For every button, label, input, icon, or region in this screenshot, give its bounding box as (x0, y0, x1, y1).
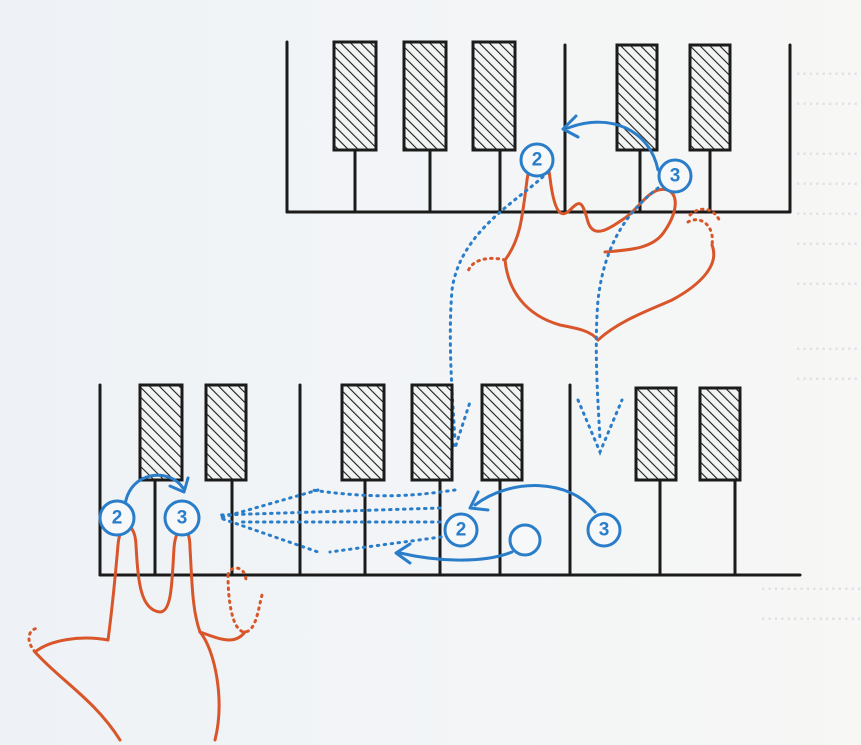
finger-marker-2: 2 (100, 501, 134, 535)
svg-text:.........................: ......................... (760, 599, 861, 625)
finger-marker-3: 3 (165, 501, 199, 535)
lower-black-keys (140, 385, 740, 480)
svg-text:.........................: ......................... (795, 329, 861, 355)
finger-number: 3 (177, 508, 188, 529)
svg-text:.........................: ......................... (795, 134, 861, 160)
finger-number: 2 (112, 508, 123, 529)
finger-marker-3: 3 (659, 160, 691, 192)
lower-finger-markers: 2 3 2 3 (100, 475, 620, 563)
svg-text:.........................: ......................... (795, 194, 861, 220)
finger-number: 3 (670, 166, 681, 187)
lower-keyboard (100, 385, 800, 575)
finger-number: 2 (456, 520, 467, 541)
empty-finger-marker (510, 525, 540, 555)
svg-text:.........................: ......................... (795, 264, 861, 290)
svg-text:...................: ................... (795, 54, 861, 80)
return-arc (400, 552, 512, 560)
finger-number: 3 (599, 520, 610, 541)
lower-hand-outline (29, 526, 262, 740)
svg-text:.........................: ......................... (795, 224, 861, 250)
dotted-arrowhead (578, 400, 622, 452)
svg-text:.........................: ......................... (760, 569, 861, 595)
finger-marker-2: 2 (445, 514, 477, 546)
upper-keyboard (287, 42, 790, 212)
svg-text:.........................: ......................... (795, 359, 861, 385)
svg-text:.........................: ......................... (795, 164, 861, 190)
dotted-leftward-arrows (220, 490, 455, 552)
crossing-arc (475, 486, 595, 512)
bleed-through-text: ................... ....................… (760, 54, 861, 625)
upper-black-keys (334, 42, 730, 150)
svg-text:.........................: ......................... (795, 84, 861, 110)
finger-number: 2 (532, 150, 543, 171)
finger-marker-3: 3 (588, 514, 620, 546)
